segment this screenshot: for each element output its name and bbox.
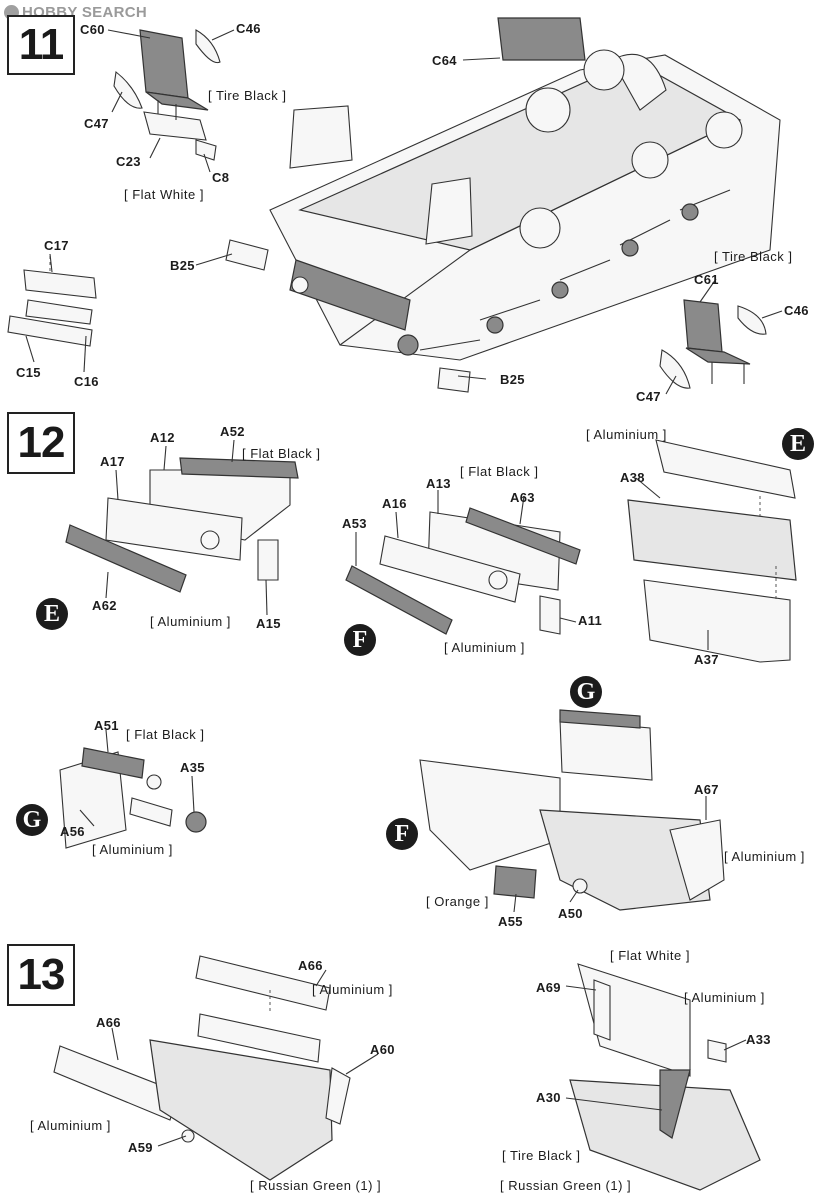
paint-aluminium-c: [ Aluminium ] (586, 427, 667, 442)
paint-aluminium-d: [ Aluminium ] (92, 842, 173, 857)
paint-tire-black-seat: [ Tire Black ] (714, 249, 793, 264)
paint-flat-black-a: [ Flat Black ] (242, 446, 321, 461)
part-label-c47: C47 (84, 116, 109, 131)
manifold-center-drawing (345, 507, 581, 635)
part-label-a38: A38 (620, 470, 645, 485)
part-label-a56: A56 (60, 824, 85, 839)
paint-aluminium-b: [ Aluminium ] (444, 640, 525, 655)
part-label-c16: C16 (74, 374, 99, 389)
subassembly-marker-g-left: G (16, 804, 48, 836)
hull-body-drawing (225, 17, 781, 393)
paint-aluminium-right: [ Aluminium ] (684, 990, 765, 1005)
part-label-c8: C8 (212, 170, 230, 185)
step-11-number: 11 (7, 15, 75, 75)
part-label-c46-seat: C46 (784, 303, 809, 318)
engine-right-view-drawing (569, 963, 761, 1191)
paint-aluminium-e: [ Aluminium ] (724, 849, 805, 864)
engine-left-view-drawing (53, 955, 351, 1181)
g-subassembly-drawing (59, 747, 207, 849)
paint-russian-green-left: [ Russian Green (1) ] (250, 1178, 382, 1193)
part-label-a67: A67 (694, 782, 719, 797)
part-label-a37: A37 (694, 652, 719, 667)
paint-tire-black: [ Tire Black ] (208, 88, 287, 103)
part-label-a35: A35 (180, 760, 205, 775)
subassembly-marker-g-right: G (570, 676, 602, 708)
part-label-c60: C60 (80, 22, 105, 37)
leader-lines (25, 29, 783, 1147)
part-label-c46: C46 (236, 21, 261, 36)
subassembly-marker-e-right: E (782, 428, 814, 460)
subassembly-marker-e-left: E (36, 598, 68, 630)
paint-aluminium-top: [ Aluminium ] (312, 982, 393, 997)
subassembly-marker-f-left: F (344, 624, 376, 656)
part-label-b25-upper: B25 (170, 258, 195, 273)
part-label-a63: A63 (510, 490, 535, 505)
part-label-a69: A69 (536, 980, 561, 995)
part-label-a66-left: A66 (96, 1015, 121, 1030)
part-label-a52: A52 (220, 424, 245, 439)
part-label-a50: A50 (558, 906, 583, 921)
paint-flat-black-b: [ Flat Black ] (460, 464, 539, 479)
step-12-number: 12 (7, 412, 75, 474)
seat-c61-drawing (659, 299, 767, 389)
part-label-b25-lower: B25 (500, 372, 525, 387)
seat-c60-drawing (113, 29, 221, 161)
part-label-a15: A15 (256, 616, 281, 631)
part-label-a62: A62 (92, 598, 117, 613)
part-label-a12: A12 (150, 430, 175, 445)
part-label-a60: A60 (370, 1042, 395, 1057)
paint-aluminium-a: [ Aluminium ] (150, 614, 231, 629)
paint-tire-black-hose: [ Tire Black ] (502, 1148, 581, 1163)
paint-aluminium-left: [ Aluminium ] (30, 1118, 111, 1133)
part-label-c23: C23 (116, 154, 141, 169)
part-label-c17: C17 (44, 238, 69, 253)
paint-russian-green-right: [ Russian Green (1) ] (500, 1178, 632, 1193)
part-label-c64: C64 (432, 53, 457, 68)
part-label-c47-seat: C47 (636, 389, 661, 404)
part-label-c61: C61 (694, 272, 719, 287)
subassembly-marker-f-right: F (386, 818, 418, 850)
paint-orange: [ Orange ] (426, 894, 489, 909)
part-label-a30: A30 (536, 1090, 561, 1105)
part-label-a13: A13 (426, 476, 451, 491)
part-label-a59: A59 (128, 1140, 153, 1155)
part-label-a66-top: A66 (298, 958, 323, 973)
cylinder-block-drawing (627, 439, 797, 663)
paint-flat-white: [ Flat White ] (124, 187, 204, 202)
step-13-number: 13 (7, 944, 75, 1006)
part-label-a17: A17 (100, 454, 125, 469)
part-label-a55: A55 (498, 914, 523, 929)
part-c17-c15-c16-drawing (7, 256, 97, 347)
part-label-a16: A16 (382, 496, 407, 511)
engine-assembly-drawing (419, 709, 725, 911)
part-label-a11: A11 (578, 613, 603, 628)
paint-flat-white-panel: [ Flat White ] (610, 948, 690, 963)
manifold-left-drawing (65, 457, 299, 593)
part-label-a53: A53 (342, 516, 367, 531)
part-label-c15: C15 (16, 365, 41, 380)
part-label-a51: A51 (94, 718, 119, 733)
paint-flat-black-c: [ Flat Black ] (126, 727, 205, 742)
part-label-a33: A33 (746, 1032, 771, 1047)
